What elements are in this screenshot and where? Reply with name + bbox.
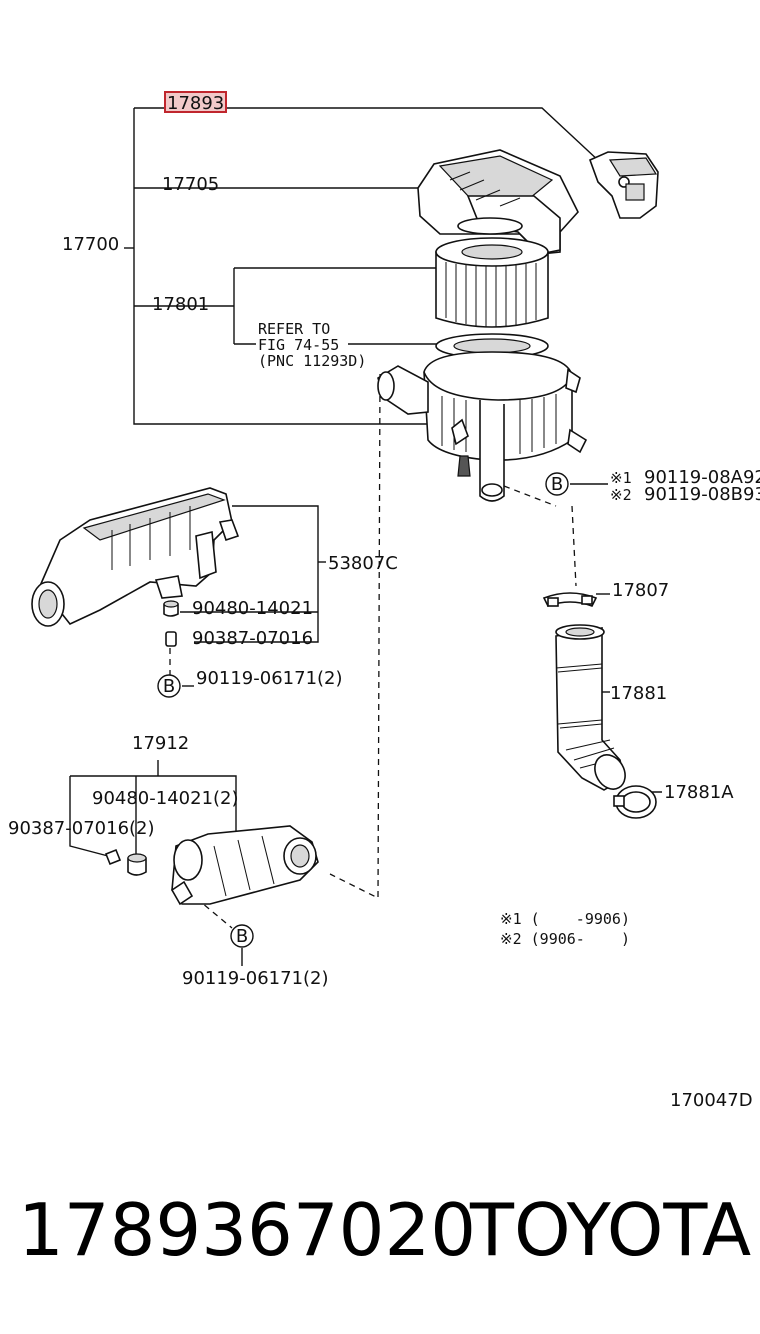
bubble-b-bottom-label: B: [236, 926, 248, 947]
filter-element: [435, 237, 549, 328]
collar-90387-b: [104, 848, 122, 866]
grommet-90480-b: [127, 853, 147, 876]
brand-name: TOYOTA: [470, 1188, 752, 1272]
note-1: ※1 ( -9906): [500, 910, 630, 928]
highlight-box: [164, 91, 227, 113]
air-cleaner-cap: [417, 149, 579, 255]
label-17912: 17912: [132, 733, 189, 754]
bubble-b-top-label: B: [551, 474, 563, 495]
hose-17881: [555, 624, 626, 791]
grommet-90480: [163, 600, 179, 617]
figure-code: 170047D: [670, 1090, 753, 1111]
bubble-b-mid-label: B: [163, 676, 175, 697]
label-mark-1: ※1: [610, 469, 632, 487]
bubble-b-bottom: B: [230, 924, 254, 948]
label-17801: 17801: [152, 294, 209, 315]
label-17700: 17700: [62, 234, 119, 255]
leader-lines: [69, 107, 662, 966]
label-17807: 17807: [612, 580, 669, 601]
label-17893: 17893: [167, 93, 224, 114]
label-90480-14021-2: 90480-14021(2): [92, 788, 239, 809]
air-cleaner-case: [377, 333, 588, 502]
clamp-17881a: [613, 785, 657, 819]
label-90119-08b93: 90119-08B93: [644, 484, 760, 505]
label-refer-2: FIG 74-55: [258, 336, 339, 354]
inlet-duct: [31, 487, 240, 627]
label-17705: 17705: [162, 174, 219, 195]
label-90119-06171-b: 90119-06171(2): [182, 968, 329, 989]
label-90387-07016-2: 90387-07016(2): [8, 818, 155, 839]
label-17881a: 17881A: [664, 782, 734, 803]
clamp-17807: [542, 592, 598, 607]
label-mark-2: ※2: [610, 486, 632, 504]
part-17893-bracket: [588, 151, 659, 219]
label-90119-08a92: 90119-08A92: [644, 467, 760, 488]
resonator-17912: [170, 825, 319, 906]
label-17881: 17881: [610, 683, 667, 704]
bubble-b-mid: B: [157, 674, 181, 698]
collar-90387: [165, 631, 177, 647]
bubble-b-top: B: [545, 472, 569, 496]
label-90387-07016: 90387-07016: [192, 628, 313, 649]
part-number: 1789367020: [18, 1188, 477, 1272]
label-90119-06171-a: 90119-06171(2): [196, 668, 343, 689]
note-2: ※2 (9906- ): [500, 930, 630, 948]
label-refer-3: (PNC 11293D): [258, 352, 366, 370]
label-refer-1: REFER TO: [258, 320, 330, 338]
label-53807c: 53807C: [328, 553, 398, 574]
label-90480-14021: 90480-14021: [192, 598, 313, 619]
